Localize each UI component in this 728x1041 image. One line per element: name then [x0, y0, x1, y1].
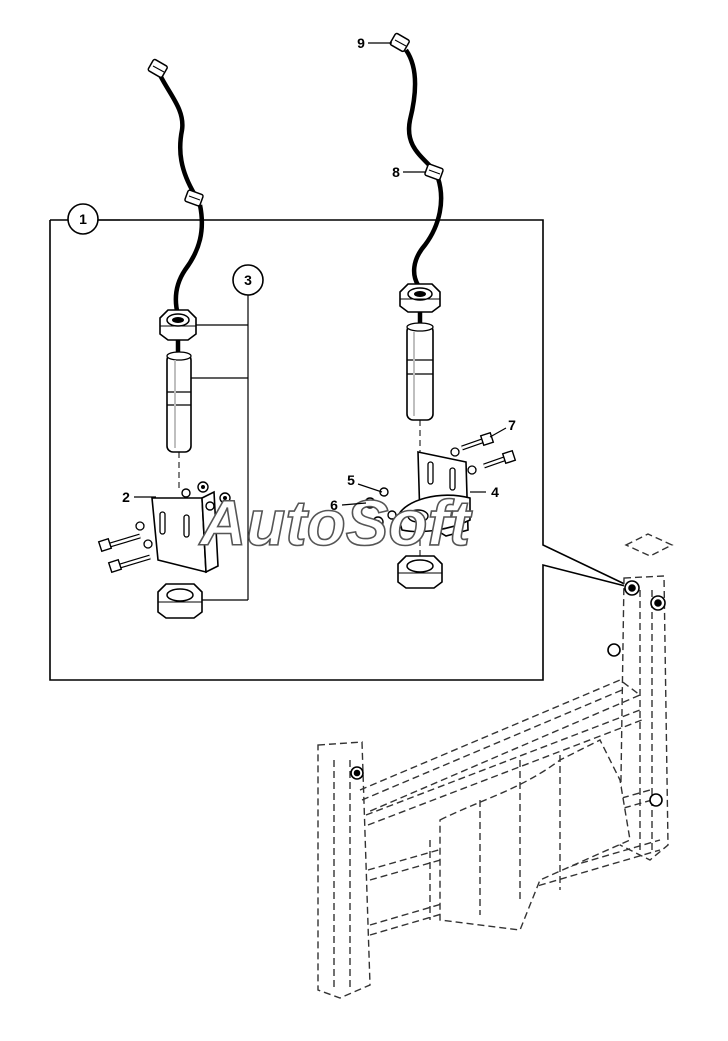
callout-4-label: 4	[491, 484, 499, 500]
callout-2-label: 2	[122, 489, 130, 505]
callout-9: 9	[357, 35, 392, 51]
callout-8-label: 8	[392, 164, 400, 180]
left-bolts	[97, 521, 153, 574]
left-cable-lower	[173, 204, 205, 316]
callout-8: 8	[392, 164, 425, 180]
callout-3-label: 3	[244, 272, 252, 288]
left-cable-upper	[147, 58, 204, 207]
right-connector-middle	[424, 163, 444, 181]
frame-solid-details	[350, 580, 666, 807]
right-connector-top	[389, 32, 410, 53]
callout-4: 4	[470, 484, 499, 500]
left-bracket	[151, 490, 219, 574]
left-bottom-nut	[157, 583, 203, 619]
callout-2: 2	[122, 489, 156, 505]
callout-7: 7	[489, 417, 516, 438]
right-top-nut	[399, 283, 441, 313]
left-hardware	[181, 481, 231, 511]
callout-5: 5	[347, 472, 383, 493]
callout-6-label: 6	[330, 497, 338, 513]
callout-1: 1	[67, 203, 120, 235]
callout-1-label: 1	[79, 211, 87, 227]
callout-7-label: 7	[508, 417, 516, 433]
right-bottom-nut	[397, 555, 443, 589]
right-sensor	[406, 322, 434, 421]
left-connector-top	[147, 58, 168, 79]
callout-9-label: 9	[357, 35, 365, 51]
watermark: AutoSoft	[198, 487, 473, 559]
machine-frame	[317, 533, 674, 999]
callout-5-label: 5	[347, 472, 355, 488]
callout-3-leaders	[191, 293, 249, 601]
left-connector-middle	[184, 189, 204, 207]
right-hardware	[364, 487, 397, 528]
left-top-nut	[159, 309, 197, 341]
detail-frame	[49, 219, 634, 681]
callout-6: 6	[330, 497, 367, 513]
right-cable	[389, 32, 444, 287]
callout-3: 3	[232, 264, 264, 296]
left-sensor	[166, 351, 192, 453]
right-bracket	[397, 451, 471, 537]
right-bolts	[450, 431, 517, 475]
